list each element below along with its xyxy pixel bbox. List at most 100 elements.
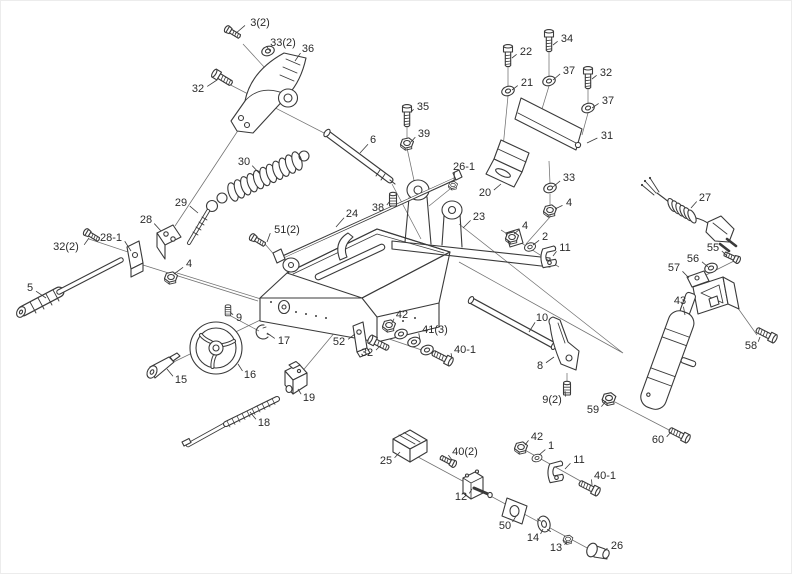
bleed-valve — [680, 357, 696, 367]
part-number-label: 25 — [380, 455, 392, 467]
part-pressure-plate-31 — [515, 98, 582, 150]
leader-line — [758, 337, 760, 342]
part-number-label: 15 — [175, 374, 187, 386]
leader-line — [463, 220, 471, 228]
part-number-label: 41(3) — [422, 324, 448, 336]
part-link-rod-6 — [323, 128, 395, 184]
part-lever-8 — [549, 317, 579, 370]
washer-56 — [703, 262, 718, 275]
washer-2 — [523, 241, 536, 252]
part-number-label: 30 — [238, 156, 250, 168]
part-number-label: 34 — [561, 33, 573, 45]
part-handwheel-16 — [190, 322, 242, 374]
part-power-cord-27 — [641, 177, 736, 251]
screw-32-2 — [82, 228, 101, 243]
washer-37-right — [580, 102, 595, 115]
part-number-label: 18 — [258, 417, 270, 429]
leader-line — [587, 138, 597, 143]
part-number-label: 31 — [601, 130, 613, 142]
part-number-label: 20 — [479, 187, 491, 199]
fasteners — [82, 25, 778, 545]
leader-line — [691, 201, 697, 208]
part-number-label: 40-1 — [454, 344, 476, 356]
part-number-label: 11 — [573, 454, 584, 466]
screw-3-2 — [223, 25, 242, 40]
leader-line — [167, 369, 173, 376]
setscrew-9-2 — [564, 381, 571, 395]
part-number-label: 28-1 — [100, 232, 122, 244]
bolt-40-1-a — [431, 349, 455, 367]
leader-line — [555, 205, 562, 209]
part-clamp-bracket-20 — [486, 140, 529, 187]
part-number-label: 40-1 — [594, 470, 616, 482]
part-tension-lever-36 — [231, 53, 306, 133]
part-number-label: 28 — [140, 214, 152, 226]
part-number-label: 22 — [520, 46, 532, 58]
washer-37-left — [541, 75, 556, 88]
bolt-22 — [504, 45, 513, 67]
part-number-label: 19 — [303, 392, 315, 404]
part-retaining-clip-17 — [256, 325, 270, 339]
washer-21 — [500, 85, 515, 98]
leader-line — [533, 240, 539, 245]
part-slotted-washer-14 — [536, 515, 552, 533]
leader-line — [174, 267, 183, 274]
part-labels: 3(2)33(2)36323539630292828-132(2)5422213… — [27, 17, 760, 554]
part-number-label: 17 — [278, 335, 290, 347]
part-number-label: 14 — [527, 532, 539, 544]
leader-line — [360, 144, 368, 153]
bolt-34 — [545, 30, 554, 52]
leader-line — [553, 251, 557, 256]
leader-line — [238, 364, 242, 371]
leader-line — [267, 233, 270, 242]
part-number-label: 35 — [417, 101, 429, 113]
part-switch-12 — [463, 470, 492, 499]
setscrew-9 — [225, 305, 231, 316]
part-number-label: 57 — [668, 262, 680, 274]
part-eye-bolt-29 — [189, 201, 218, 244]
part-knob-26 — [585, 542, 610, 559]
part-number-label: 4 — [566, 197, 572, 209]
part-number-label: 32 — [361, 347, 373, 359]
part-bracket-28-1 — [127, 241, 143, 277]
leader-line — [512, 54, 517, 58]
washer-33 — [542, 182, 557, 195]
nut-4-b — [165, 272, 178, 284]
part-number-label: 1 — [548, 440, 554, 452]
part-number-label: 16 — [244, 369, 256, 381]
part-number-label: 33(2) — [270, 37, 296, 49]
leader-line — [539, 450, 545, 455]
part-number-label: 52 — [333, 336, 345, 348]
part-number-label: 32 — [600, 67, 612, 79]
construction-lines — [89, 44, 757, 550]
part-number-label: 42 — [396, 309, 408, 321]
part-number-label: 29 — [175, 197, 187, 209]
part-number-label: 50 — [499, 520, 511, 532]
part-switch-box-25 — [393, 430, 427, 462]
leader-line — [267, 333, 275, 338]
part-number-label: 40(2) — [452, 446, 478, 458]
leader-line — [235, 25, 245, 34]
bolt-32-topleft — [210, 68, 233, 87]
part-number-label: 58 — [745, 340, 757, 352]
leader-line — [190, 206, 198, 213]
part-number-label: 13 — [550, 542, 562, 554]
leader-line — [546, 357, 554, 363]
part-number-label: 27 — [699, 192, 711, 204]
leader-line — [494, 184, 501, 190]
part-number-label: 24 — [346, 208, 358, 220]
bolt-35 — [403, 105, 412, 127]
part-number-label: 4 — [522, 220, 528, 232]
leader-line — [207, 80, 217, 86]
part-number-label: 2 — [542, 231, 548, 243]
part-number-label: 9(2) — [542, 394, 562, 406]
part-number-label: 42 — [531, 431, 543, 443]
part-clip-11-upper — [539, 244, 558, 269]
part-mount-bracket-57 — [687, 271, 739, 314]
part-number-label: 11 — [559, 242, 570, 254]
bolt-32-right — [584, 67, 593, 89]
part-clip-11-lower — [546, 459, 565, 484]
part-number-label: 39 — [418, 128, 430, 140]
